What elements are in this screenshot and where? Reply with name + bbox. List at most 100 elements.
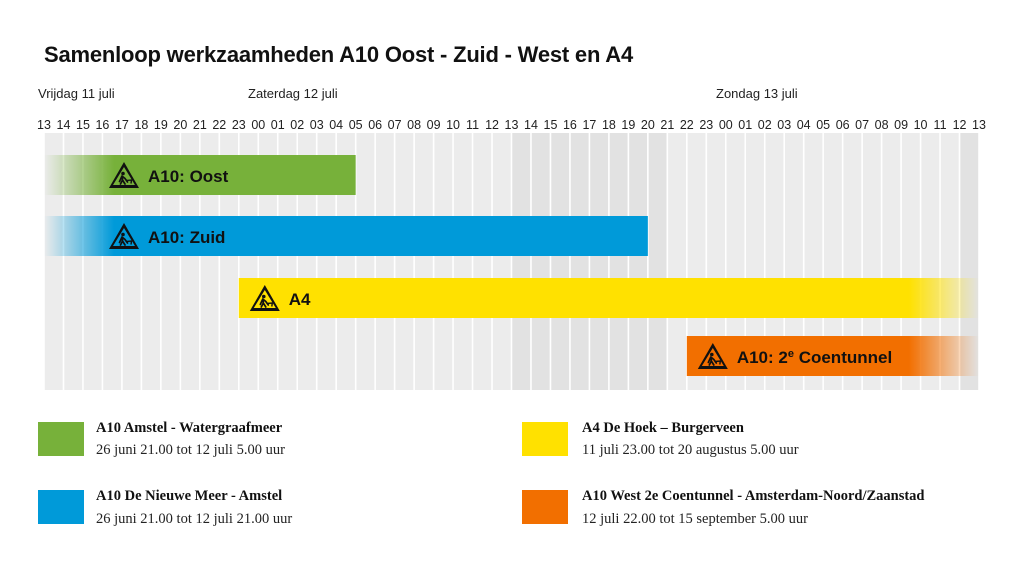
- hour-tick-label: 18: [134, 118, 148, 132]
- hour-tick-label: 15: [544, 118, 558, 132]
- hour-column: [608, 133, 629, 390]
- hour-column: [881, 133, 902, 390]
- hour-column: [199, 133, 220, 390]
- hour-column: [453, 133, 473, 390]
- hour-tick-label: 08: [875, 118, 889, 132]
- bar-label: A10: 2e Coentunnel: [737, 348, 892, 367]
- hour-tick-label: 06: [368, 118, 382, 132]
- hour-tick-label: 18: [602, 118, 616, 132]
- hour-column: [433, 133, 454, 390]
- hour-tick-label: 10: [446, 118, 460, 132]
- hour-column: [686, 133, 707, 390]
- bar-label: A10: Oost: [148, 167, 229, 186]
- hour-column: [258, 133, 278, 390]
- hour-column: [589, 133, 609, 390]
- hour-column: [102, 133, 122, 390]
- hour-column: [180, 133, 200, 390]
- hour-column: [842, 133, 863, 390]
- hour-column: [355, 133, 376, 390]
- day-label-friday: Vrijdag 11 juli: [38, 86, 115, 101]
- hour-tick-label: 23: [699, 118, 713, 132]
- hour-column: [414, 133, 434, 390]
- hour-tick-label: 00: [719, 118, 733, 132]
- hour-tick-label: 14: [524, 118, 538, 132]
- hour-tick-label: 15: [76, 118, 90, 132]
- hour-tick-label: 22: [680, 118, 694, 132]
- hour-column: [394, 133, 415, 390]
- roadwork-icon: [109, 162, 139, 188]
- hour-column: [63, 133, 83, 390]
- hour-column: [940, 133, 960, 390]
- hour-column: [472, 133, 493, 390]
- legend-swatch-green: [38, 422, 84, 456]
- hour-column: [725, 133, 746, 390]
- roadwork-icon: [109, 223, 139, 249]
- hour-tick-label: 12: [485, 118, 499, 132]
- hour-tick-label: 07: [855, 118, 869, 132]
- legend-swatch-orange: [522, 490, 568, 524]
- hour-column: [823, 133, 843, 390]
- legend-title: A10 West 2e Coentunnel - Amsterdam-Noord…: [582, 488, 925, 504]
- hour-column: [316, 133, 337, 390]
- hour-tick-label: 04: [329, 118, 343, 132]
- hour-tick-label: 01: [738, 118, 752, 132]
- hour-column: [706, 133, 726, 390]
- hour-tick-label: 08: [407, 118, 421, 132]
- hour-column: [803, 133, 824, 390]
- bar-a10-2e-coentunnel: [686, 336, 979, 376]
- hour-column: [959, 133, 979, 390]
- hour-tick-label: 13: [972, 118, 986, 132]
- hour-column: [277, 133, 298, 390]
- hour-column: [764, 133, 785, 390]
- hour-column: [336, 133, 356, 390]
- hour-column: [511, 133, 531, 390]
- hour-column: [530, 133, 551, 390]
- hour-column: [219, 133, 239, 390]
- hour-tick-label: 09: [894, 118, 908, 132]
- hour-tick-label: 20: [641, 118, 655, 132]
- hour-tick-label: 17: [115, 118, 129, 132]
- hour-column: [628, 133, 648, 390]
- hour-column: [297, 133, 317, 390]
- hour-tick-label: 05: [816, 118, 830, 132]
- hour-column: [569, 133, 590, 390]
- bar-label: A4: [289, 290, 311, 309]
- hour-column: [82, 133, 103, 390]
- day-label-saturday: Zaterdag 12 juli: [248, 86, 338, 101]
- gantt-chart: 13 14 15 16 17 18 19 20 21 22 23 00 01 02 03 04 05 06 07 08…: [37, 118, 986, 390]
- bar-label: A10: Zuid: [148, 228, 225, 247]
- hour-tick-label: 06: [836, 118, 850, 132]
- hour-column: [141, 133, 161, 390]
- hour-column: [784, 133, 804, 390]
- hour-tick-label: 02: [290, 118, 304, 132]
- hour-tick-label: 03: [310, 118, 324, 132]
- hour-column: [238, 133, 259, 390]
- hour-tick-label: 21: [193, 118, 207, 132]
- hour-tick-label: 02: [758, 118, 772, 132]
- hour-column: [44, 133, 64, 390]
- hour-tick-label: 16: [563, 118, 577, 132]
- day-label-sunday: Zondag 13 juli: [716, 86, 798, 101]
- hour-tick-label: 05: [349, 118, 363, 132]
- chart-title: Samenloop werkzaamheden A10 Oost - Zuid …: [44, 42, 634, 67]
- bar-a10-oost: [44, 155, 356, 195]
- hour-tick-label: 19: [621, 118, 635, 132]
- legend-swatch-yellow: [522, 422, 568, 456]
- hour-tick-label: 09: [427, 118, 441, 132]
- roadwork-icon: [249, 285, 280, 311]
- hour-tick-label: 03: [777, 118, 791, 132]
- legend-date: 11 juli 23.00 tot 20 augustus 5.00 uur: [582, 442, 799, 458]
- roadwork-icon: [697, 343, 728, 369]
- hour-column: [667, 133, 687, 390]
- hour-tick-label: 11: [934, 118, 947, 132]
- hour-tick-label: 13: [505, 118, 519, 132]
- hour-tick-label: 17: [582, 118, 596, 132]
- bar-a10-zuid: [44, 216, 648, 256]
- hour-column: [492, 133, 512, 390]
- hour-tick-label: 10: [914, 118, 928, 132]
- hour-tick-label: 00: [251, 118, 265, 132]
- hour-tick-label: 07: [388, 118, 402, 132]
- hour-tick-label: 23: [232, 118, 246, 132]
- legend-title: A10 De Nieuwe Meer - Amstel: [96, 488, 283, 504]
- hour-column: [745, 133, 765, 390]
